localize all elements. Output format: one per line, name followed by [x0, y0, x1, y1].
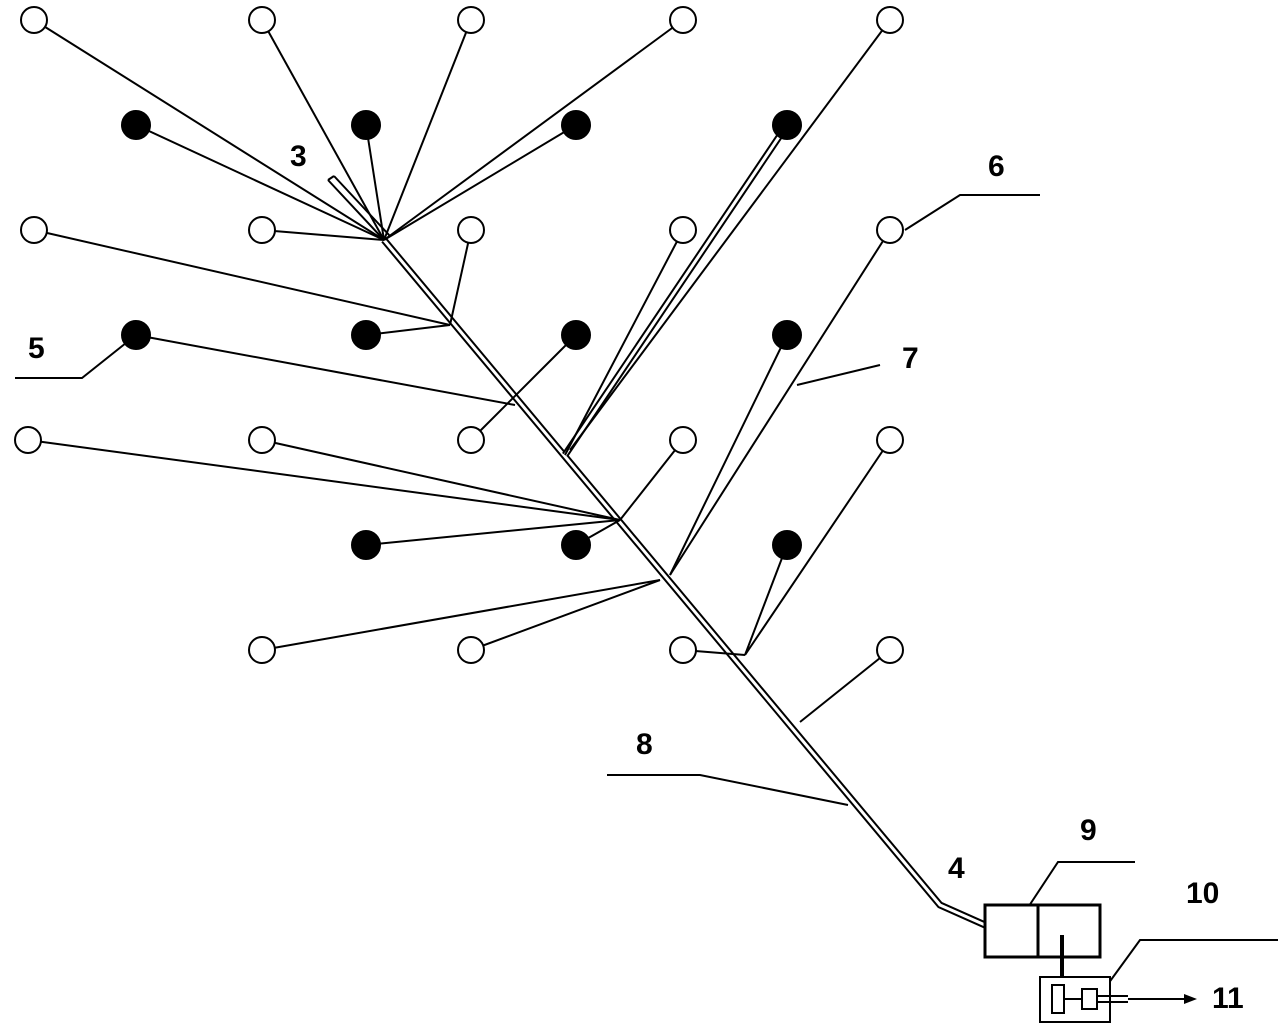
- label-5: 5: [28, 332, 45, 365]
- label-4: 4: [948, 852, 965, 885]
- node-open: [669, 636, 697, 664]
- node-open: [669, 216, 697, 244]
- node-open: [248, 216, 276, 244]
- label-7: 7: [902, 342, 919, 375]
- label-leaders: [15, 194, 1278, 996]
- node-open: [876, 636, 904, 664]
- node-open: [20, 6, 48, 34]
- node-filled: [121, 320, 151, 350]
- node-filled: [351, 320, 381, 350]
- node-filled: [561, 320, 591, 350]
- node-open: [876, 6, 904, 34]
- pump-unit-10: [1039, 976, 1185, 1023]
- label-6: 6: [988, 150, 1005, 183]
- node-filled: [561, 110, 591, 140]
- node-open: [876, 216, 904, 244]
- main-trunk-pipe: [327, 175, 987, 929]
- node-open: [457, 216, 485, 244]
- node-open: [14, 426, 42, 454]
- node-open: [20, 216, 48, 244]
- label-9: 9: [1080, 814, 1097, 847]
- collection-tank-9: [983, 903, 1102, 985]
- label-10: 10: [1186, 877, 1219, 910]
- node-filled: [561, 530, 591, 560]
- node-filled: [351, 530, 381, 560]
- node-open: [457, 636, 485, 664]
- label-8: 8: [636, 728, 653, 761]
- secondary-pipe-upper: [562, 123, 790, 457]
- sensor-nodes: [14, 6, 904, 664]
- node-open: [248, 6, 276, 34]
- node-filled: [351, 110, 381, 140]
- node-open: [669, 426, 697, 454]
- node-open: [248, 636, 276, 664]
- branch-wires: [27, 19, 891, 723]
- node-filled: [772, 320, 802, 350]
- node-open: [876, 426, 904, 454]
- node-filled: [121, 110, 151, 140]
- node-open: [248, 426, 276, 454]
- node-open: [457, 6, 485, 34]
- node-filled: [772, 530, 802, 560]
- label-11: 11: [1212, 982, 1244, 1015]
- node-filled: [772, 110, 802, 140]
- outlet-arrow-icon: [1184, 994, 1197, 1004]
- label-3: 3: [290, 140, 307, 173]
- node-open: [669, 6, 697, 34]
- node-open: [457, 426, 485, 454]
